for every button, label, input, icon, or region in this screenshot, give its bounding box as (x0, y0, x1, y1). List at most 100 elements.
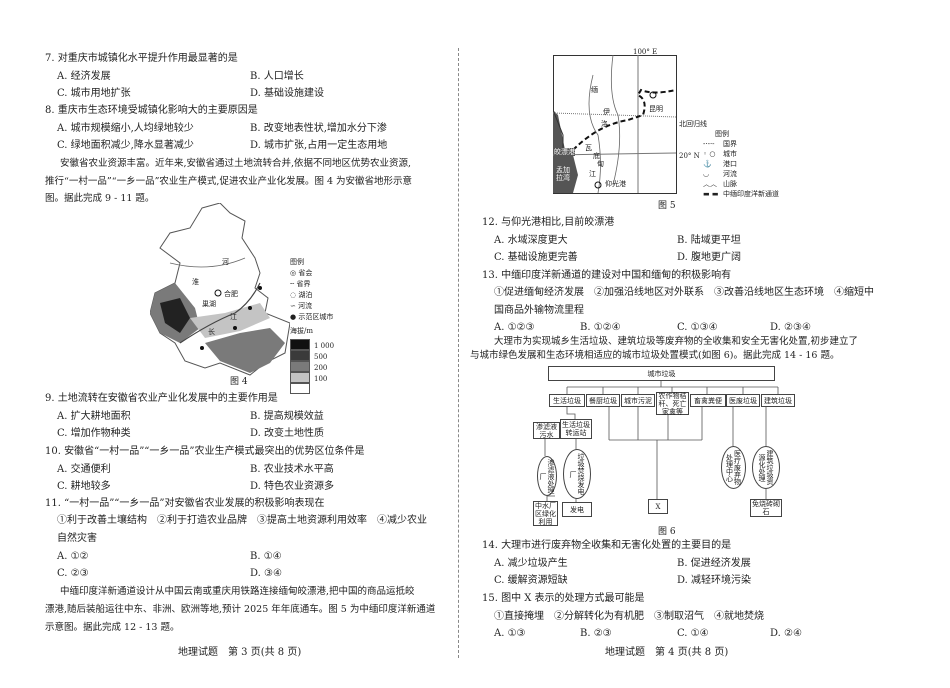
q14-stem: 14. 大理市进行废弃物全收集和无害化处置的主要目的是 (482, 540, 732, 551)
q8-option-a: A. 城市规模缩小,人均绿地较少 (57, 122, 194, 134)
page-footer: 地理试题 第 4 页(共 8 页) (605, 647, 729, 658)
figure-6-caption: 图 6 (658, 527, 676, 537)
legend-item: ◦ ○ 城市 (703, 150, 779, 158)
label-kunming: 昆明 (649, 105, 663, 113)
q11-option-d: D. ③④ (250, 568, 282, 579)
legend-label: 港口 (723, 160, 737, 168)
q12-option-d: D. 腹地更广阔 (677, 252, 742, 263)
legend-symbol-icon: ︿︿ (703, 180, 717, 188)
label-mian: 缅 (591, 86, 598, 94)
legend-label: 省会 (298, 269, 313, 277)
q12-option-c: C. 基础设施更完善 (494, 252, 578, 263)
elevation-band: 200 (290, 357, 333, 372)
legend-title: 图例 (715, 130, 729, 138)
figure-5-legend: 图例 -·-·-国界◦ ○城市⚓港口◡河流︿︿山脉▬ ▬中缅印度洋新通道 (703, 130, 779, 198)
q11-items: 自然灾害 (57, 533, 97, 544)
category-box: 餐厨垃圾 (586, 394, 620, 407)
q13-stem: 13. 中缅印度洋新通道的建设对中国和缅甸的积极影响有 (482, 270, 732, 281)
category-box: 城市污泥 (621, 394, 655, 407)
q9-option-c: C. 增加作物种类 (57, 428, 131, 439)
legend-item: ◌ 湖泊 (290, 291, 333, 299)
q11-option-c: C. ②③ (57, 568, 89, 579)
label-he: 河 (222, 258, 229, 266)
legend-label: 湖泊 (298, 291, 313, 299)
passage-line: 漂港,随后装船运往中东、非洲、欧洲等地,预计 2025 年年底通车。图 5 为中… (45, 604, 436, 615)
q13-items: ①促进缅甸经济发展 ②加强沿线地区对外联系 ③改善沿线地区生态环境 ④缩短中 (494, 287, 874, 298)
q8-stem: 8. 重庆市生态环境受城镇化影响大的主要原因是 (45, 105, 258, 116)
q10-option-c: C. 耕地较多 (57, 481, 111, 492)
legend-symbol-icon: ╌ (290, 280, 295, 288)
elevation-swatch (290, 372, 310, 383)
q15-items: ①直接掩埋 ②分解转化为有机肥 ③制取沼气 ④就地焚烧 (494, 611, 764, 622)
reuse-box: 中水厂区绿化利用 (533, 501, 558, 526)
q12-stem: 12. 与仰光港相比,目前皎漂港 (482, 217, 615, 228)
passage-line: 大理市为实现城乡生活垃圾、建筑垃圾等废弃物的全收集和安全无害化处置,初步建立了 (494, 336, 859, 347)
latitude-label: 20° N (679, 152, 700, 160)
q11-stem: 11. “一村一品”“一乡一品”对安徽省农业发展的积极影响表现在 (45, 498, 325, 509)
q8-option-d: D. 城市扩张,占用一定生态用地 (250, 140, 388, 151)
legend-item: -·-·-国界 (703, 140, 779, 148)
label-jiang: 江 (589, 170, 596, 178)
category-box: 畜禽粪便 (690, 394, 726, 407)
q7-option-d: D. 基础设施建设 (250, 88, 325, 99)
root-box-urban-waste: 城市垃圾 (548, 366, 775, 381)
legend-symbol-icon: ◎ (290, 269, 297, 277)
q9-option-a: A. 扩大耕地面积 (57, 410, 131, 422)
legend-item: ╌ 省界 (290, 280, 333, 288)
elevation-band (290, 379, 333, 394)
category-box: 医废垃圾 (726, 394, 760, 407)
elevation-label: 100 (314, 375, 328, 383)
legend-symbol-icon: ⚓ (703, 160, 712, 168)
legend-label: 城市 (723, 150, 737, 158)
legend-item: ⚓ 港口 (703, 160, 779, 168)
power-box: 发电 (562, 502, 592, 517)
q15-option-d: D. ②④ (770, 628, 802, 639)
longitude-label: 100° E (633, 48, 658, 56)
q13-option-c: C. ①③④ (677, 322, 718, 333)
q8-option-c: C. 绿地面积减少,降水显著减少 (57, 140, 194, 151)
q13-items: 国商品外输物流里程 (494, 305, 584, 316)
leachate-plant-ellipse: 渗滤液处理厂 (537, 456, 557, 496)
page-footer: 地理试题 第 3 页(共 8 页) (178, 647, 302, 658)
label-luo: 洛 (601, 120, 608, 128)
construction-processing-ellipse: 建筑垃圾资源化处理 (752, 446, 780, 489)
legend-symbol-icon: ◦ ○ (703, 150, 716, 158)
figure-5-myanmar-map: 100° E 昆明 北回归线 20° N 缅 甸 伊 洛 瓦 底 江 皎漂港 孟… (553, 48, 793, 200)
legend-label: 示范区城市 (298, 313, 334, 321)
label-yangon: 仰光港 (605, 180, 626, 188)
passage-line: 示意图。据此完成 12 - 13 题。 (45, 622, 180, 633)
q14-option-b: B. 促进经济发展 (677, 557, 751, 569)
legend-item: ◎ 省会 (290, 269, 333, 277)
q9-stem: 9. 土地流转在安徽省农业产业化发展中的主要作用是 (45, 393, 278, 404)
diagram-connectors (544, 381, 779, 502)
legend-item: ● 示范区城市 (290, 313, 333, 321)
legend-label: 河流 (723, 170, 737, 178)
figure-6-waste-diagram: 城市垃圾生活垃圾餐厨垃圾城市污泥农作物秸秆、死亡家禽等畜禽粪便医废垃圾建筑垃圾渗… (530, 364, 800, 527)
elevation-label: 1 000 (314, 342, 335, 350)
label-chaohu: 巢湖 (202, 300, 216, 308)
category-box: 建筑垃圾 (761, 394, 795, 407)
medical-center-ellipse: 医疗废弃物处理中心 (721, 446, 746, 489)
x-box: X (648, 499, 668, 514)
passage-line: 安徽省农业资源丰富。近年来,安徽省通过土地流转合并,依据不同地区优势农业资源, (60, 158, 412, 169)
q7-option-a: A. 经济发展 (57, 70, 111, 82)
legend-title: 图例 (290, 258, 304, 266)
bricks-box: 免烧砖砌石 (750, 499, 782, 517)
label-yi: 伊 (603, 108, 610, 116)
q11-option-a: A. ①② (57, 551, 89, 562)
figure-5-caption: 图 5 (658, 201, 676, 211)
label-chang: 长 (208, 328, 215, 336)
q13-option-b: B. ①②④ (580, 322, 621, 333)
label-hefei: 合肥 (224, 290, 238, 298)
legend-item: ▬ ▬中缅印度洋新通道 (703, 190, 779, 198)
q7-stem: 7. 对重庆市城镇化水平提升作用最显著的是 (45, 53, 238, 64)
category-box: 农作物秸秆、死亡家禽等 (656, 392, 689, 416)
legend-symbol-icon: ◌ (290, 291, 297, 299)
passage-line: 中缅印度洋新通道设计从中国云南或重庆用铁路连接缅甸皎漂港,把中国的商品运抵皎 (60, 586, 415, 597)
elevation-band: 500 (290, 346, 333, 361)
legend-label: 省界 (296, 280, 311, 288)
label-jiang: 江 (230, 313, 237, 321)
q14-option-c: C. 缓解资源短缺 (494, 575, 568, 586)
tropic-label: 北回归线 (679, 120, 707, 128)
